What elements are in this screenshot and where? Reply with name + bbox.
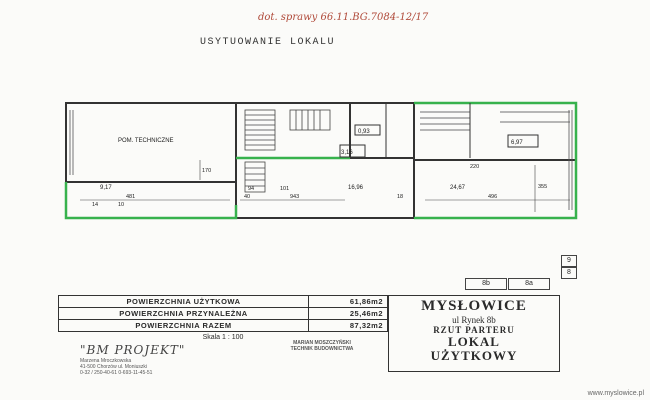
dimension-label: 101 — [280, 186, 289, 192]
area-row-value: 87,32m2 — [308, 319, 388, 332]
drawing-scale: Skala 1 : 100 — [202, 334, 244, 341]
dimension-label: 10 — [118, 202, 124, 208]
area-label: 3,16 — [341, 150, 353, 156]
page-heading: USYTUOWANIE LOKALU — [200, 37, 336, 48]
site-watermark: www.myslowice.pl — [587, 390, 644, 397]
dimension-label: 18 — [397, 194, 403, 200]
area-row-label: POWIERZCHNIA PRZYNALEŻNA — [58, 307, 309, 320]
company-stamp: Marzena Mroczkowska 41-500 Chorzów ul. M… — [80, 358, 230, 376]
area-row-label: POWIERZCHNIA UŻYTKOWA — [58, 295, 309, 308]
area-label: 6,97 — [511, 140, 523, 146]
area-label: 16,96 — [348, 185, 364, 191]
title-address: ul Rynek 8b — [452, 315, 496, 325]
title-block: MYSŁOWICE ul Rynek 8b RZUT PARTERU LOKAL… — [388, 295, 560, 372]
area-row-value: 25,46m2 — [308, 307, 388, 320]
dimension-label: 14 — [92, 202, 98, 208]
area-label: 24,67 — [450, 185, 466, 191]
stamp-line: Marzena Mroczkowska — [80, 358, 132, 364]
dimension-label: 220 — [470, 164, 479, 170]
dimension-label: 496 — [488, 194, 497, 200]
dimension-label: 355 — [538, 184, 547, 190]
area-row-value: 61,86m2 — [308, 295, 388, 308]
dimension-label: 170 — [202, 168, 211, 174]
area-label: 0,93 — [358, 129, 370, 135]
stamp-line: 0-32 / 250-40-61 0-693-11-45-51 — [80, 370, 153, 376]
area-table: POWIERZCHNIA UŻYTKOWA 61,86m2 POWIERZCHN… — [58, 295, 388, 332]
engineer-stamp: MARIAN MOSZCZYŃSKI TECHNIK BUDOWNICTWA — [262, 340, 382, 352]
title-drawing: RZUT PARTERU — [433, 325, 515, 335]
stamp-line: TECHNIK BUDOWNICTWA — [290, 346, 354, 352]
table-row: POWIERZCHNIA PRZYNALEŻNA 25,46m2 — [58, 307, 388, 320]
title-kind-1: LOKAL — [448, 334, 500, 349]
stamp-line: MARIAN MOSZCZYŃSKI — [293, 340, 351, 346]
area-row-label: POWIERZCHNIA RAZEM — [58, 319, 309, 332]
handwritten-case-note: dot. sprawy 66.11.BG.7084-12/17 — [258, 12, 429, 23]
area-label: 9,17 — [100, 185, 112, 191]
table-row: POWIERZCHNIA UŻYTKOWA 61,86m2 — [58, 295, 388, 308]
title-kind-2: UŻYTKOWY — [430, 348, 518, 363]
dimension-label: 481 — [126, 194, 135, 200]
neighbor-tag: 9 — [561, 255, 577, 267]
dimension-label: 943 — [290, 194, 299, 200]
dimension-label: 40 — [244, 194, 250, 200]
company-logo: "BM PROJEKT" — [80, 343, 186, 357]
title-city: MYSŁOWICE — [421, 298, 527, 314]
neighbor-tag: 8b — [465, 278, 507, 290]
stamp-line: 41-500 Chorzów ul. Moniuszki — [80, 364, 147, 370]
neighbor-tag: 8a — [508, 278, 550, 290]
table-row: POWIERZCHNIA RAZEM 87,32m2 — [58, 319, 388, 332]
neighbor-tag: 8 — [561, 267, 577, 279]
dimension-label: 94 — [248, 186, 254, 192]
room-label-technical: POM. TECHNICZNE — [118, 138, 174, 144]
